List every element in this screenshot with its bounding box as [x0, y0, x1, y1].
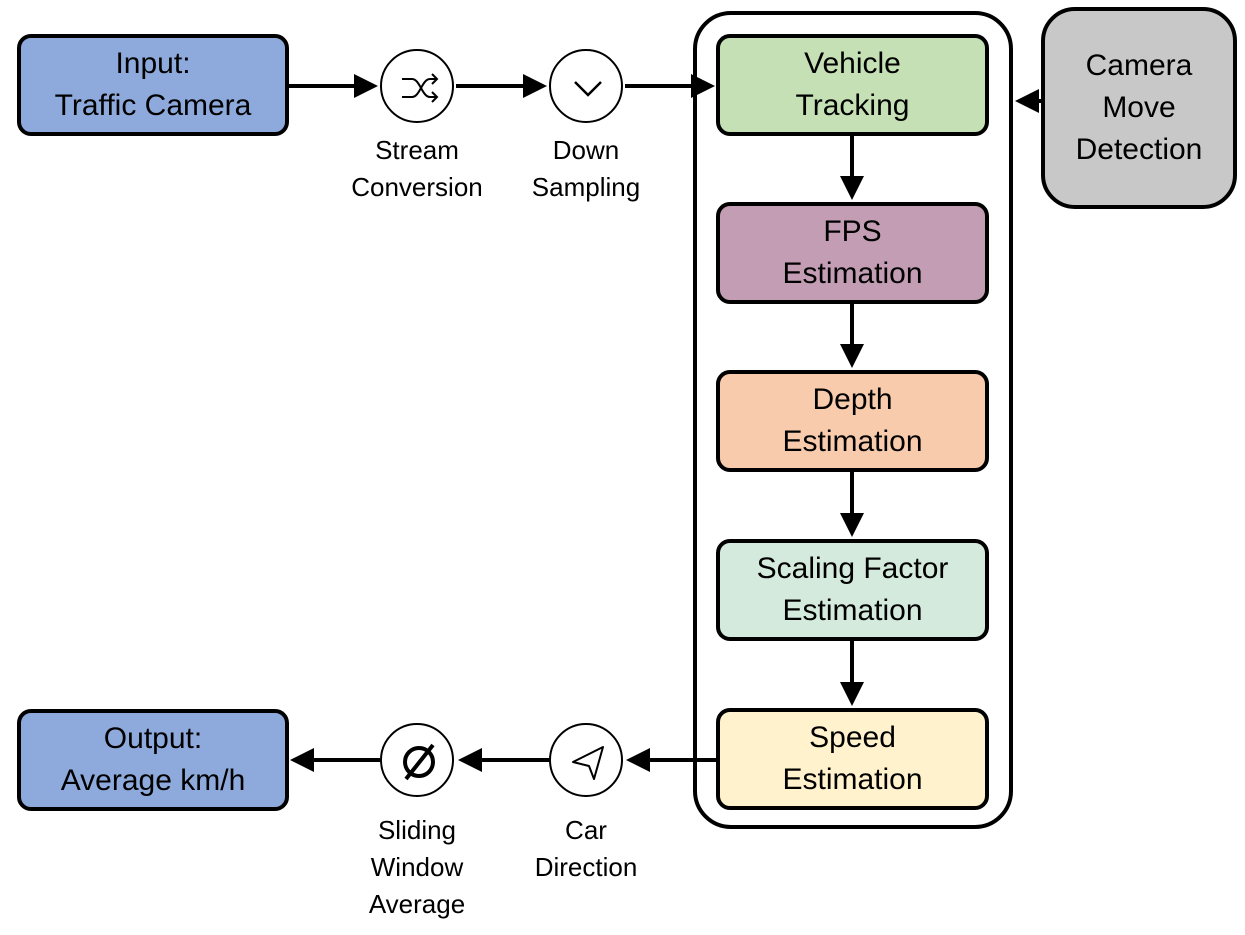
sliding-window-line1: Sliding	[377, 815, 457, 845]
empty-set-icon	[403, 743, 435, 781]
down-sampling-line1: Down	[552, 135, 620, 165]
pipeline-container	[693, 11, 1013, 829]
car-direction-line2: Direction	[534, 852, 638, 882]
stream-conversion-line1: Stream	[375, 135, 459, 165]
navigation-arrow-icon	[572, 746, 604, 780]
sliding-window-line2: Window	[370, 852, 464, 882]
vehicle-tracking-box: Vehicle Tracking	[716, 34, 989, 136]
stream-conversion-node	[380, 49, 454, 123]
car-direction-line1: Car	[565, 815, 607, 845]
depth-estimation-line2: Estimation	[782, 425, 923, 458]
input-line1: Input:	[115, 47, 191, 80]
fps-estimation-box: FPS Estimation	[716, 202, 989, 304]
car-direction-node	[549, 723, 623, 797]
output-average-speed-box: Output: Average km/h	[17, 709, 289, 811]
scaling-factor-line1: Scaling Factor	[756, 552, 949, 585]
down-sampling-line2: Sampling	[531, 172, 641, 202]
down-sampling-node	[549, 49, 623, 123]
sliding-window-label: Sliding Window Average	[337, 812, 497, 923]
car-direction-label: Car Direction	[506, 812, 666, 886]
output-line2: Average km/h	[60, 764, 246, 797]
chevron-down-icon	[574, 81, 602, 97]
input-traffic-camera-box: Input: Traffic Camera	[17, 34, 289, 136]
camera-move-detection-box: Camera Move Detection	[1041, 7, 1237, 209]
depth-estimation-line1: Depth	[812, 383, 893, 416]
speed-estimation-box: Speed Estimation	[716, 708, 989, 810]
sliding-window-line3: Average	[368, 889, 466, 919]
vehicle-tracking-line1: Vehicle	[804, 47, 901, 80]
fps-estimation-line2: Estimation	[782, 257, 923, 290]
fps-estimation-line1: FPS	[823, 215, 882, 248]
shuffle-icon	[402, 73, 439, 103]
input-line2: Traffic Camera	[54, 89, 252, 122]
depth-estimation-box: Depth Estimation	[716, 370, 989, 472]
speed-estimation-line2: Estimation	[782, 763, 923, 796]
stream-conversion-label: Stream Conversion	[337, 132, 497, 206]
stream-conversion-line2: Conversion	[351, 172, 483, 202]
output-line1: Output:	[103, 722, 203, 755]
scaling-factor-estimation-box: Scaling Factor Estimation	[716, 539, 989, 641]
scaling-factor-line2: Estimation	[782, 594, 923, 627]
camera-move-line3: Detection	[1075, 133, 1203, 166]
camera-move-line1: Camera	[1085, 49, 1193, 82]
sliding-window-node	[380, 723, 454, 797]
speed-estimation-line1: Speed	[809, 721, 896, 754]
camera-move-line2: Move	[1102, 91, 1176, 124]
vehicle-tracking-line2: Tracking	[795, 89, 910, 122]
down-sampling-label: Down Sampling	[506, 132, 666, 206]
